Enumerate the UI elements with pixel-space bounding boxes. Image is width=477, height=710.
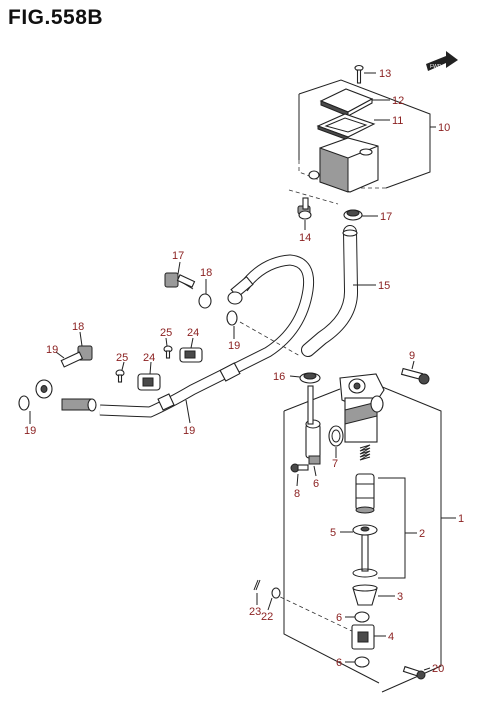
callout-1: 1 <box>458 513 464 525</box>
reservoir-box <box>288 79 431 205</box>
callout-18: 17 <box>172 250 184 262</box>
callout-7: 6 <box>313 478 319 490</box>
callout-9: 8 <box>294 488 300 500</box>
callout-25: 25 <box>116 352 128 364</box>
callout-10: 9 <box>409 350 415 362</box>
banjo-bolt-lower-part <box>60 345 93 368</box>
callout-24: 24 <box>187 327 199 339</box>
piston-part <box>355 473 375 514</box>
callout-17: 17 <box>380 211 392 223</box>
reservoir-part <box>308 137 379 193</box>
clamp-part <box>299 372 321 384</box>
cotter-pin-part <box>253 579 261 591</box>
callout-19: 18 <box>200 267 212 279</box>
fwd-label: FWD <box>430 64 442 70</box>
diaphragm-part <box>316 113 376 141</box>
hose-clip-lower-part <box>115 369 161 391</box>
clevis-part <box>351 624 375 650</box>
callout-13: 12 <box>392 95 404 107</box>
figure-title: FIG.558B <box>8 6 104 29</box>
bolt-part <box>297 197 312 220</box>
callout-14: 13 <box>379 68 391 80</box>
callout-20: 19 <box>183 425 195 437</box>
callout-11: 10 <box>438 122 450 134</box>
callout-4: 4 <box>388 631 394 643</box>
callout-18: 18 <box>72 321 84 333</box>
callout-17: 16 <box>273 371 285 383</box>
callout-21: 20 <box>432 663 444 675</box>
cap-part <box>319 88 374 117</box>
nut-part <box>354 611 370 623</box>
push-rod-part <box>352 534 378 578</box>
callout-16: 15 <box>378 280 390 292</box>
bolt-part <box>400 367 430 385</box>
fwd-arrow-icon: FWD <box>426 51 458 71</box>
leader-lines <box>29 72 456 671</box>
callout-22: 22 <box>261 611 273 623</box>
master-cylinder-part <box>339 373 385 443</box>
callout-19: 19 <box>228 340 240 352</box>
callout-3: 3 <box>397 591 403 603</box>
washer-part <box>198 293 212 309</box>
hose-clip-upper-part <box>163 345 203 363</box>
callout-5: 5 <box>330 527 336 539</box>
callout-24: 24 <box>143 352 155 364</box>
boot-part <box>352 584 378 606</box>
nut-part <box>354 656 370 668</box>
callout-8: 7 <box>332 458 338 470</box>
callout-15: 14 <box>299 232 311 244</box>
callout-19: 19 <box>24 425 36 437</box>
leader-2 <box>378 477 406 579</box>
seal-part <box>352 524 378 536</box>
clamp-part <box>343 209 363 221</box>
washer-part <box>18 395 30 411</box>
callout-25: 25 <box>160 327 172 339</box>
callout-2: 2 <box>419 528 425 540</box>
screw-part <box>354 64 364 84</box>
washer-part <box>226 310 238 326</box>
callouts: 10 13 12 11 14 17 15 17 18 19 18 19 19 1… <box>24 68 464 675</box>
o-ring-part <box>328 425 344 447</box>
spring-part <box>359 444 371 461</box>
washer-part <box>271 587 281 599</box>
callout-6: 6 <box>336 657 342 669</box>
joint-part <box>305 385 321 465</box>
screw-part <box>290 463 309 473</box>
o-ring-inner <box>331 429 341 443</box>
callout-23: 23 <box>249 606 261 618</box>
pin-part <box>402 665 426 680</box>
callout-19: 19 <box>46 344 58 356</box>
callout-6: 6 <box>336 612 342 624</box>
reservoir-hose-part <box>301 225 358 357</box>
banjo-bolt-upper-part <box>164 272 196 290</box>
callout-12: 11 <box>392 115 403 127</box>
brake-hose-part <box>35 254 315 418</box>
